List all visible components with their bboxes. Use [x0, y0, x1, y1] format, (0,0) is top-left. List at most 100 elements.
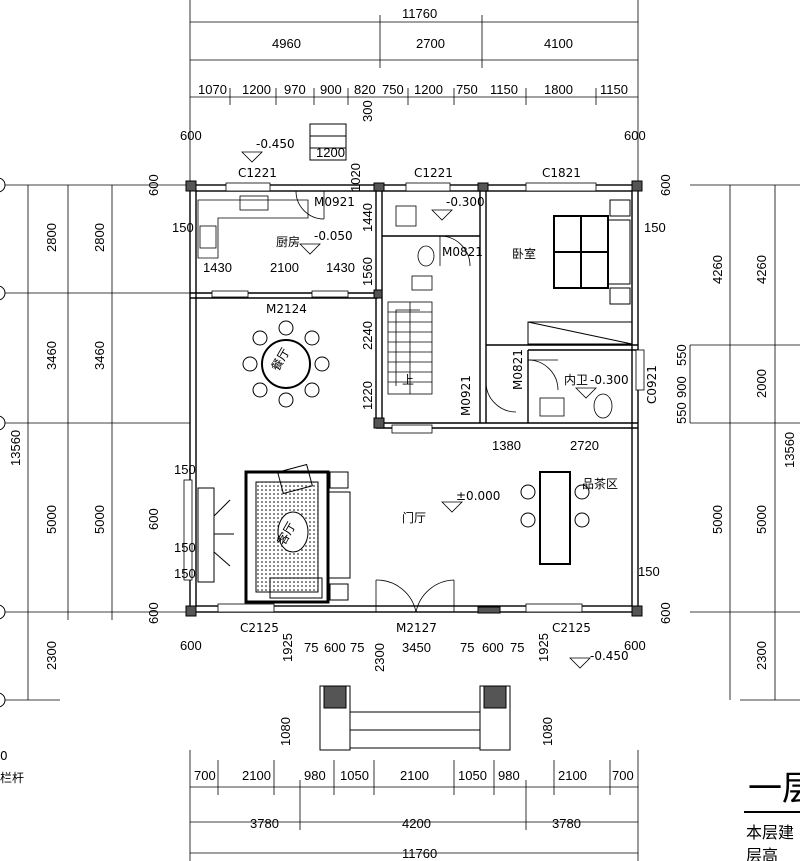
dim-right-3: 2300: [754, 641, 769, 670]
left-note-2: 栏杆: [0, 770, 24, 785]
dim-600-left-bot: 600: [146, 602, 161, 624]
dim-left-2: 5000: [44, 505, 59, 534]
dim-600-right-bot: 600: [658, 602, 673, 624]
dim-600-left-top: 600: [146, 174, 161, 196]
dim-right-inner-1: 5000: [754, 505, 769, 534]
note-line-1: 本层建: [746, 823, 794, 842]
dim-1430a: 1430: [203, 260, 232, 275]
dim-top-a: 4960: [272, 36, 301, 51]
dim-bottom-r3-3: 1050: [340, 768, 369, 783]
dim-bottom-r3-7: 2100: [558, 768, 587, 783]
dim-bottom-r3-2: 980: [304, 768, 326, 783]
dim-bottom-c: 3780: [552, 816, 581, 831]
label-c2125-left: C2125: [240, 621, 279, 635]
tea-table: [520, 471, 590, 565]
label-m0821-wc: M0821: [442, 245, 483, 259]
elevation-labels: -0.450 -0.050 -0.300 -0.300 ±0.000 -0.45…: [256, 137, 629, 663]
dim-left-1: 3460: [44, 341, 59, 370]
elev-outside-nw: -0.450: [256, 137, 295, 151]
dim-2240: 2240: [360, 321, 375, 350]
dim-75c: 75: [460, 640, 474, 655]
dim-left-inner-2: 5000: [92, 505, 107, 534]
dim-1020: 1020: [348, 163, 363, 192]
dim-150-living-a: 150: [174, 462, 196, 477]
dim-1440: 1440: [360, 203, 375, 232]
dim-600-right-top: 600: [658, 174, 673, 196]
room-labels: 厨房 卧室 内卫 门厅 品茶区 上 餐厅 客厅: [268, 234, 618, 548]
room-foyer: 门厅: [402, 510, 426, 525]
elev-bath: -0.300: [590, 373, 629, 387]
dim-top-r3-7: 750: [456, 82, 478, 97]
dim-bottom-r3-8: 700: [612, 768, 634, 783]
dim-bottom-b: 4200: [402, 816, 431, 831]
bath-fixtures: [395, 205, 613, 419]
dim-bottom-r3-6: 980: [498, 768, 520, 783]
dim-top-r3-2: 970: [284, 82, 306, 97]
dim-right-900: 900: [674, 376, 689, 398]
windows: [183, 182, 645, 613]
dim-right-2: 5000: [710, 505, 725, 534]
dim-left-0: 2800: [44, 223, 59, 252]
dim-left-inner-0: 2800: [92, 223, 107, 252]
dim-top-r3-1: 1200: [242, 82, 271, 97]
dining-table: [242, 320, 330, 408]
dim-150-bed: 150: [644, 220, 666, 235]
room-tea: 品茶区: [582, 476, 618, 491]
dim-1220: 1220: [360, 381, 375, 410]
dim-2100-kitchen: 2100: [270, 260, 299, 275]
note-line-2: 层高: [746, 846, 778, 861]
dim-2300-porch: 2300: [372, 643, 387, 672]
dim-top-r3-6: 1200: [414, 82, 443, 97]
dim-top-r3-8: 1150: [490, 82, 518, 97]
dim-bottom-a: 3780: [250, 816, 279, 831]
room-kitchen: 厨房: [276, 234, 300, 249]
dim-1080-left: 1080: [278, 717, 293, 746]
dimension-labels: 11760 4960 2700 4100 1070 1200 970 900 8…: [194, 6, 634, 861]
dim-top-r3-0: 1070: [198, 82, 227, 97]
dim-150-tea: 150: [638, 564, 660, 579]
dim-600-porch-b: 600: [482, 640, 504, 655]
dim-left-total: 13560: [8, 430, 23, 466]
dim-3450: 3450: [402, 640, 431, 655]
elev-outside-se: -0.450: [590, 649, 629, 663]
dim-top-r3-4: 820: [354, 82, 376, 97]
dim-1080-right: 1080: [540, 717, 555, 746]
dim-1380: 1380: [492, 438, 521, 453]
dim-top-r3-5: 750: [382, 82, 404, 97]
dim-300-top: 300: [360, 100, 375, 122]
title-notes: 一层 本层建 层高 0 栏杆: [0, 749, 800, 861]
dim-150-kitchen: 150: [172, 220, 194, 235]
dim-bottom-r3-1: 2100: [242, 768, 271, 783]
dim-600-se: 600: [624, 638, 646, 653]
label-c0921: C0921: [645, 365, 659, 404]
opening-labels: C1221 C1221 C1821 M0921 M0821 M2124 M092…: [238, 166, 659, 635]
stair-up: 上: [402, 373, 414, 387]
dim-right-550a: 550: [674, 344, 689, 366]
dim-left-3: 2300: [44, 641, 59, 670]
elevation-markers: [241, 151, 597, 669]
label-m2124: M2124: [266, 302, 307, 316]
sheet-title: 一层: [748, 769, 800, 809]
dim-top-c: 4100: [544, 36, 573, 51]
dim-bottom-r3-5: 1050: [458, 768, 487, 783]
dim-75b: 75: [350, 640, 364, 655]
dim-600-nw: 600: [180, 128, 202, 143]
dimension-labels-misc: 600 600 600 600 1200 150 150 1430 2100 1…: [146, 100, 673, 746]
dim-1200: 1200: [316, 145, 345, 160]
dim-top-b: 2700: [416, 36, 445, 51]
dim-bottom-r3-0: 700: [194, 768, 216, 783]
dim-600-living: 600: [146, 508, 161, 530]
room-bath: 内卫: [564, 373, 588, 387]
dim-bottom-total: 11760: [402, 846, 437, 861]
label-m2127: M2127: [396, 621, 437, 635]
porch: [309, 123, 511, 751]
bed: [527, 199, 633, 345]
dim-1925-right: 1925: [536, 633, 551, 662]
room-bedroom: 卧室: [512, 246, 536, 261]
dim-1430b: 1430: [326, 260, 355, 275]
dim-600-sw: 600: [180, 638, 202, 653]
dim-1560: 1560: [360, 257, 375, 286]
dim-150-living-c: 150: [174, 566, 196, 581]
axis-markers: [0, 177, 6, 708]
